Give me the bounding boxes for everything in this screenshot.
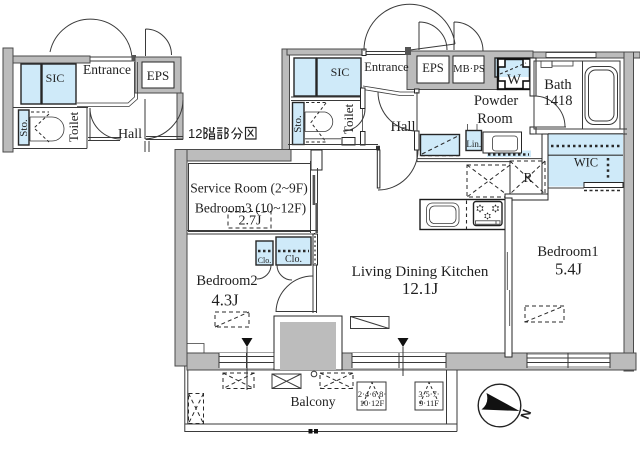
- svg-text:Bedroom1: Bedroom1: [537, 244, 598, 260]
- svg-text:Entrance: Entrance: [364, 60, 409, 74]
- svg-text:SIC: SIC: [46, 71, 65, 85]
- svg-text:Entrance: Entrance: [83, 62, 131, 77]
- svg-text:Lin.: Lin.: [466, 139, 481, 149]
- svg-text:WIC: WIC: [574, 156, 598, 170]
- svg-text:Clo.: Clo.: [285, 254, 302, 265]
- svg-text:4.3J: 4.3J: [211, 291, 239, 310]
- svg-text:MB·PS: MB·PS: [453, 64, 485, 75]
- svg-text:1418: 1418: [544, 93, 573, 109]
- svg-text:9·11F: 9·11F: [419, 398, 439, 408]
- svg-text:Bath: Bath: [544, 77, 572, 93]
- svg-text:2·4·6·8·: 2·4·6·8·: [358, 389, 386, 399]
- svg-text:12.1J: 12.1J: [402, 279, 439, 298]
- svg-text:R: R: [523, 170, 532, 185]
- svg-text:Hall: Hall: [391, 119, 416, 135]
- svg-text:Sto.: Sto.: [18, 119, 30, 137]
- svg-text:5.4J: 5.4J: [555, 260, 583, 279]
- svg-text:10·12F: 10·12F: [360, 398, 385, 408]
- svg-text:Balcony: Balcony: [291, 394, 336, 409]
- svg-text:Clo.: Clo.: [258, 256, 272, 265]
- svg-text:Room: Room: [477, 111, 513, 127]
- svg-text:Service Room (2~9F): Service Room (2~9F): [190, 181, 308, 196]
- svg-text:Bedroom3 (10~12F): Bedroom3 (10~12F): [195, 201, 306, 216]
- svg-text:Toilet: Toilet: [341, 104, 356, 135]
- svg-text:2.7J: 2.7J: [239, 214, 263, 229]
- svg-text:Powder: Powder: [474, 93, 518, 109]
- svg-text:Toilet: Toilet: [66, 112, 81, 143]
- svg-text:SIC: SIC: [331, 65, 350, 79]
- svg-text:EPS: EPS: [147, 68, 169, 83]
- svg-text:EPS: EPS: [422, 61, 444, 75]
- svg-text:Hall: Hall: [118, 127, 142, 142]
- svg-text:Bedroom2: Bedroom2: [196, 273, 257, 289]
- svg-text:Living Dining Kitchen: Living Dining Kitchen: [352, 264, 489, 280]
- svg-text:3·5·7·: 3·5·7·: [418, 389, 439, 399]
- svg-text:W: W: [507, 72, 522, 88]
- svg-text:Sto.: Sto.: [292, 115, 304, 133]
- svg-text:12: 12: [188, 126, 202, 141]
